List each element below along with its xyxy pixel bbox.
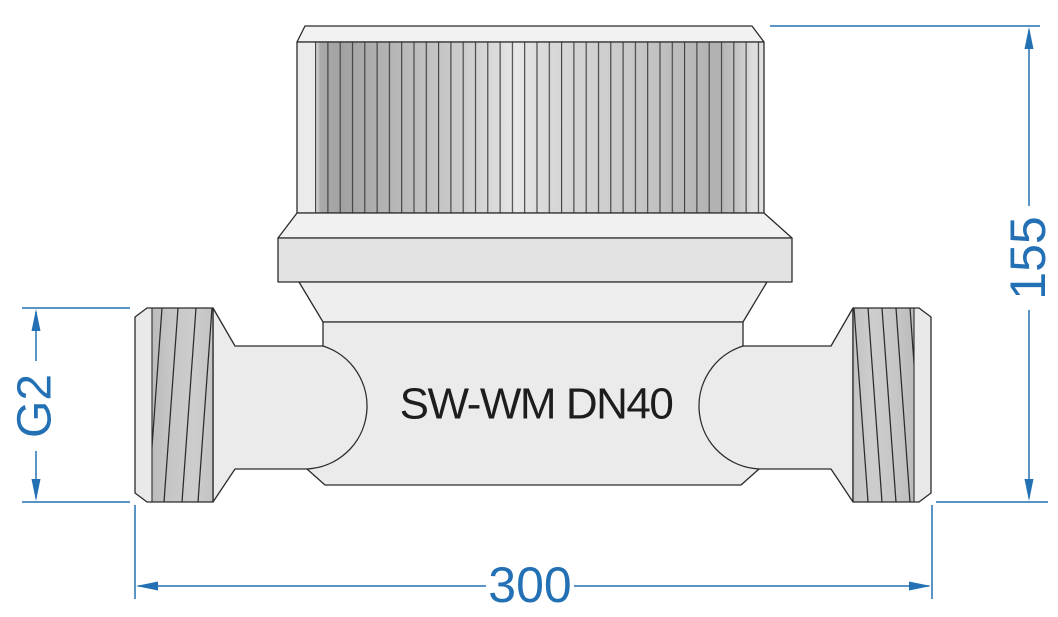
cap-top-face xyxy=(296,25,765,43)
arrowhead-right-icon xyxy=(909,581,931,591)
dimension-connection-thread: G2 xyxy=(9,307,130,503)
dimension-overall-height: 155 xyxy=(770,25,1056,503)
right-thread-hatching xyxy=(853,308,914,502)
product-label: SW-WM DN40 xyxy=(400,380,673,429)
arrowhead-up-icon xyxy=(1024,27,1034,49)
collar-front-face xyxy=(277,237,793,283)
dimension-value-length: 300 xyxy=(488,557,571,613)
body-shoulder xyxy=(298,281,768,323)
right-thread-block xyxy=(852,307,932,503)
dimension-overall-length: 300 xyxy=(134,505,933,613)
right-chamber-arc xyxy=(698,345,760,470)
collar-top-face xyxy=(277,212,793,239)
left-thread-block xyxy=(134,307,214,503)
arrowhead-left-icon xyxy=(136,581,158,591)
dimension-value-height: 155 xyxy=(1000,216,1056,299)
dimension-value-thread: G2 xyxy=(9,374,62,438)
cap-collar xyxy=(277,212,793,283)
register-cap xyxy=(296,25,765,214)
left-thread-hatching xyxy=(152,308,213,502)
left-thread-connection xyxy=(134,307,214,503)
arrowhead-down-icon xyxy=(31,479,41,501)
meter-body-outline xyxy=(212,307,854,503)
left-chamber-arc xyxy=(306,345,368,470)
cap-knurl-stripes xyxy=(315,42,761,213)
arrowhead-up-icon xyxy=(31,309,41,331)
right-thread-connection xyxy=(852,307,932,503)
meter-drawing: SW-WM DN40 xyxy=(134,25,932,503)
arrowhead-down-icon xyxy=(1024,479,1034,501)
